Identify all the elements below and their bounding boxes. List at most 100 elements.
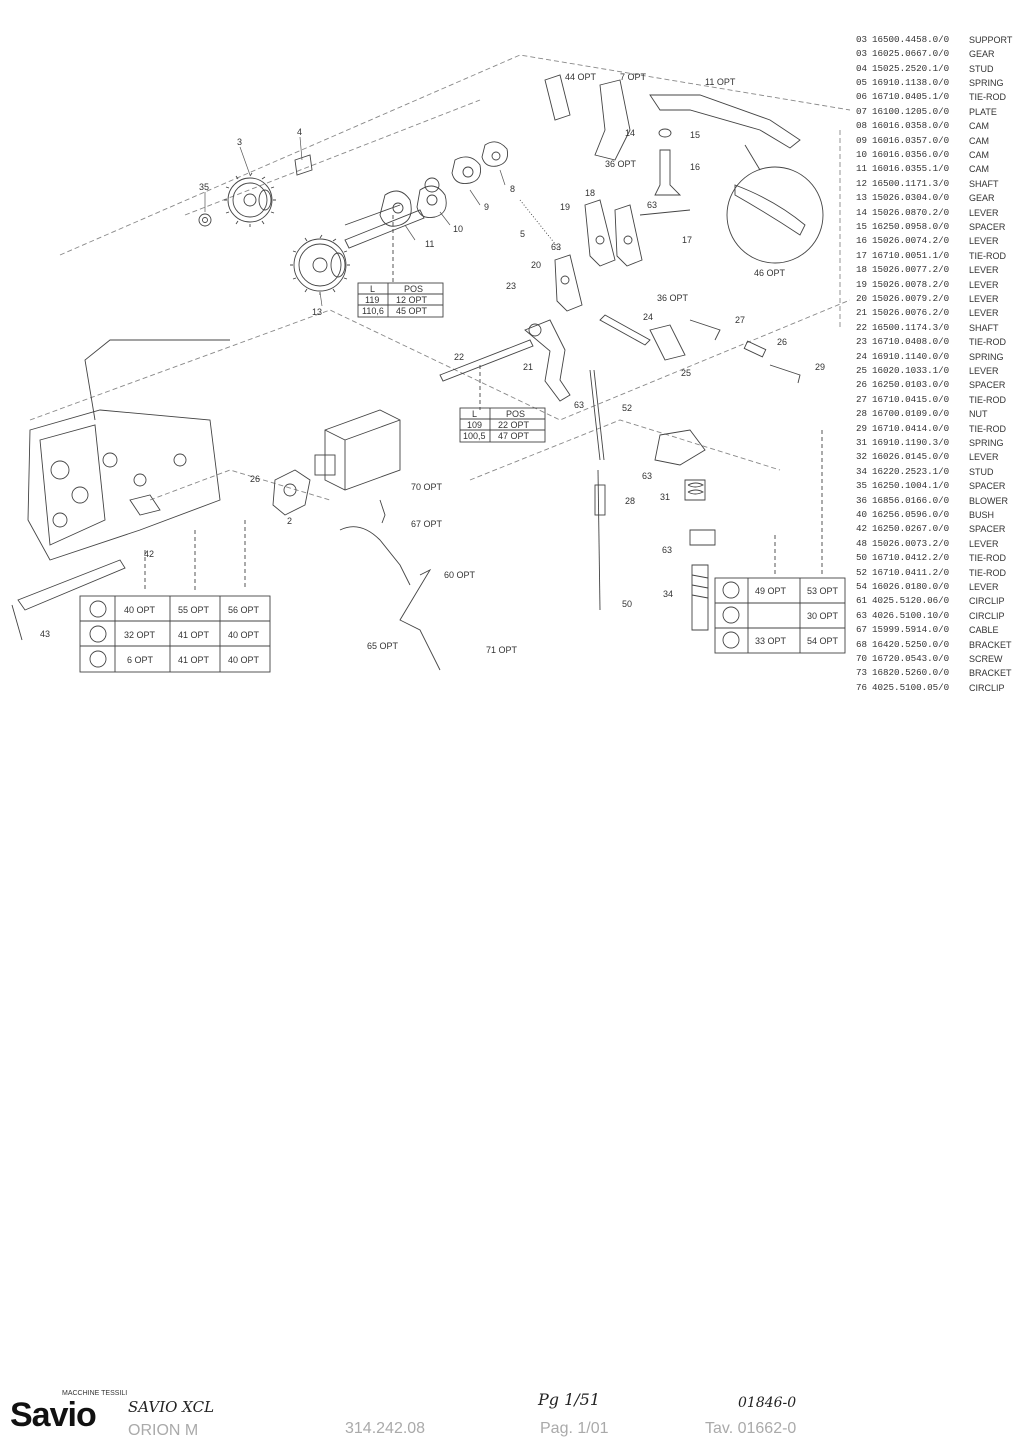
- label-9: 9: [484, 202, 489, 212]
- parts-list-desc: LEVER: [969, 308, 999, 319]
- pos-table-1-r2-pos: 45 OPT: [396, 306, 428, 316]
- gear-3: [224, 172, 276, 227]
- parts-list-desc: SUPPORT: [969, 34, 1013, 45]
- parts-list-pos: 26: [856, 379, 868, 391]
- label-7-opt: 7 OPT: [620, 72, 647, 82]
- parts-list-code: 16026.0180.0/0: [872, 581, 950, 592]
- parts-list-row: 35 16250.1004.1/0 SPACER: [852, 479, 1024, 493]
- parts-list-desc: TIE-ROD: [969, 250, 1006, 261]
- parts-list-row: [852, 4, 1024, 18]
- lever-11: [649, 94, 801, 149]
- parts-list-desc: CAM: [969, 135, 989, 146]
- opt-left-r1-c2: 55 OPT: [178, 605, 210, 615]
- label-2: 2: [287, 516, 292, 526]
- label-63-c: 63: [574, 400, 584, 410]
- label-70-opt: 70 OPT: [411, 482, 443, 492]
- parts-list-pos: 08: [856, 120, 868, 132]
- label-65-opt: 65 OPT: [367, 641, 399, 651]
- parts-list-pos: 67: [856, 624, 868, 636]
- option-table-right-frame: [714, 577, 846, 654]
- label-19: 19: [560, 202, 570, 212]
- shaft-22: [439, 339, 534, 382]
- label-31: 31: [660, 492, 670, 502]
- label-36-opt-a: 36 OPT: [605, 159, 637, 169]
- opt-left-r2-c1: 32 OPT: [124, 630, 156, 640]
- opt-right-r1-c2: 53 OPT: [807, 586, 839, 596]
- pos-table-1-r1-pos: 12 OPT: [396, 295, 428, 305]
- parts-list-code: 15999.5914.0/0: [872, 624, 950, 636]
- parts-list-code: 16856.0166.0/0: [872, 494, 950, 506]
- parts-list-code: 4026.5100.10/0: [872, 609, 950, 621]
- parts-list-desc: STUD: [969, 63, 994, 74]
- parts-list-pos: 73: [856, 667, 868, 679]
- pos-table-2-r1-l: 109: [467, 420, 482, 430]
- label-26-b: 26: [250, 474, 260, 484]
- parts-list-pos: 25: [856, 365, 868, 376]
- plate-44: [544, 74, 571, 121]
- parts-list-desc: SPACER: [969, 481, 1006, 492]
- parts-list-desc: LEVER: [969, 236, 999, 247]
- parts-list-code: 16250.1004.1/0: [872, 480, 950, 492]
- lever-21: [524, 319, 571, 402]
- pos-table-2-r2-pos: 47 OPT: [498, 431, 530, 441]
- pos-table-2-r1-pos: 22 OPT: [498, 420, 530, 430]
- parts-list-code: 16710.0051.1/0: [872, 249, 950, 261]
- parts-list-pos: 05: [856, 77, 868, 88]
- handwritten-page: Pg 1/51: [538, 1390, 601, 1409]
- parts-list-code: 16710.0414.0/0: [872, 422, 950, 434]
- parts-list-pos: 34: [856, 465, 868, 477]
- table-number: Tav. 01662-0: [705, 1420, 797, 1437]
- label-63-d: 63: [642, 471, 652, 481]
- parts-list-pos: 35: [856, 480, 868, 492]
- tie-rod-52: [589, 369, 601, 461]
- label-17: 17: [682, 235, 692, 245]
- parts-list-pos: 42: [856, 523, 868, 535]
- parts-list-code: 16710.0408.0/0: [872, 336, 950, 348]
- parts-list-pos: 63: [856, 609, 868, 621]
- label-4: 4: [297, 127, 302, 137]
- pos-table-1-r1-l: 119: [365, 295, 379, 305]
- parts-list-pos: 09: [856, 134, 868, 146]
- opt-left-r3-c3: 40 OPT: [228, 655, 260, 665]
- parts-list-code: 16250.0958.0/0: [872, 221, 950, 232]
- parts-list-pos: 20: [856, 293, 868, 304]
- lever-48: [654, 429, 706, 466]
- parts-list-pos: 29: [856, 422, 868, 434]
- motor-assembly: [272, 409, 401, 516]
- label-35: 35: [199, 182, 209, 192]
- parts-list-code: 16016.0356.0/0: [872, 149, 950, 160]
- label-28: 28: [625, 496, 635, 506]
- handwritten-model: SAVIO XCL: [128, 1398, 215, 1416]
- label-36-opt-b: 36 OPT: [657, 293, 689, 303]
- opt-left-r2-c3: 40 OPT: [228, 630, 260, 640]
- label-63-e: 63: [662, 545, 672, 555]
- opt-left-r3-c2: 41 OPT: [178, 655, 210, 665]
- label-71-opt: 71 OPT: [486, 645, 518, 655]
- pos-table-2-header-pos: POS: [506, 409, 525, 419]
- parts-list-code: 16020.1033.1/0: [872, 365, 950, 376]
- parts-list-pos: 28: [856, 408, 868, 420]
- parts-list-desc: CAM: [969, 164, 989, 175]
- parts-list-code: 16910.1190.3/0: [872, 437, 950, 448]
- pos-table-1-header-l: L: [370, 284, 375, 294]
